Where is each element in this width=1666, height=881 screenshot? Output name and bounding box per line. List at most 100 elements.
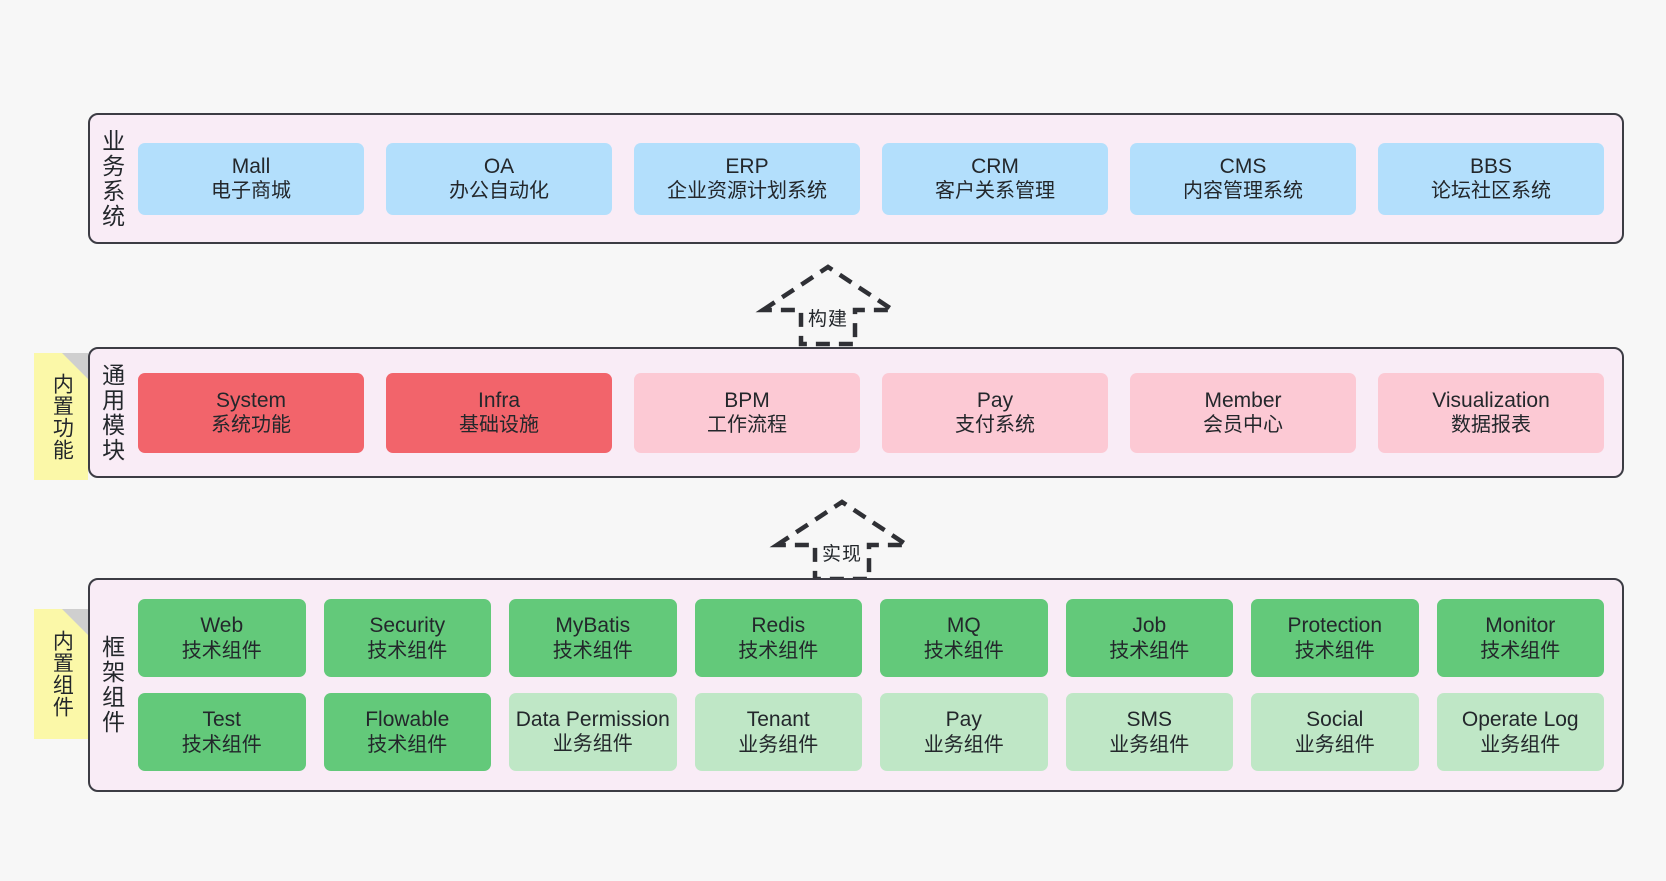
box-redis[interactable]: Redis 技术组件: [694, 599, 862, 677]
section-business-system: 业务系统 Mall 电子商城 OA 办公自动化 ERP 企业资源计划系统 CRM…: [88, 113, 1624, 244]
box-web[interactable]: Web 技术组件: [138, 599, 306, 677]
box-monitor-subtitle: 技术组件: [1480, 639, 1561, 662]
box-system-title: System: [215, 388, 286, 412]
box-data-permission-subtitle: 业务组件: [552, 732, 633, 755]
box-pay-component-subtitle: 业务组件: [923, 733, 1004, 756]
box-mall[interactable]: Mall 电子商城: [138, 142, 364, 215]
section-common-module: 通用模块 System 系统功能 Infra 基础设施 BPM 工作流程 Pay…: [88, 347, 1624, 478]
box-crm-title: CRM: [971, 154, 1019, 178]
box-social-subtitle: 业务组件: [1294, 733, 1375, 756]
section-body-business-system: Mall 电子商城 OA 办公自动化 ERP 企业资源计划系统 CRM 客户关系…: [132, 115, 1622, 242]
box-oa-subtitle: 办公自动化: [449, 180, 549, 203]
box-test[interactable]: Test 技术组件: [138, 693, 306, 771]
box-sms[interactable]: SMS 业务组件: [1065, 693, 1233, 771]
row-common-modules: System 系统功能 Infra 基础设施 BPM 工作流程 Pay 支付系统…: [138, 372, 1604, 453]
box-web-subtitle: 技术组件: [181, 639, 262, 662]
box-mybatis-subtitle: 技术组件: [552, 639, 633, 662]
section-label-framework-component: 框架组件: [98, 635, 125, 735]
box-tenant-subtitle: 业务组件: [738, 733, 819, 756]
box-bpm-subtitle: 工作流程: [707, 414, 787, 437]
box-mall-subtitle: 电子商城: [211, 180, 291, 203]
box-monitor-title: Monitor: [1485, 614, 1556, 637]
implement-arrow-label: 实现: [821, 544, 862, 565]
box-operate-log-title: Operate Log: [1461, 708, 1579, 731]
box-protection-title: Protection: [1287, 614, 1383, 637]
box-tenant-title: Tenant: [746, 708, 810, 731]
box-sms-subtitle: 业务组件: [1109, 733, 1190, 756]
box-web-title: Web: [200, 614, 244, 637]
box-data-permission[interactable]: Data Permission 业务组件: [509, 693, 677, 771]
box-erp[interactable]: ERP 企业资源计划系统: [634, 142, 860, 215]
box-sms-title: SMS: [1126, 708, 1172, 731]
box-infra-subtitle: 基础设施: [459, 414, 539, 437]
box-member[interactable]: Member 会员中心: [1130, 372, 1356, 453]
box-pay-module-title: Pay: [976, 388, 1014, 412]
section-body-common-module: System 系统功能 Infra 基础设施 BPM 工作流程 Pay 支付系统…: [132, 349, 1622, 476]
box-system[interactable]: System 系统功能: [138, 372, 364, 453]
section-label-common-module: 通用模块: [98, 362, 125, 463]
box-mybatis[interactable]: MyBatis 技术组件: [509, 599, 677, 677]
box-bpm[interactable]: BPM 工作流程: [634, 372, 860, 453]
box-bbs-title: BBS: [1469, 154, 1513, 178]
box-test-subtitle: 技术组件: [181, 733, 262, 756]
box-monitor[interactable]: Monitor 技术组件: [1436, 599, 1604, 677]
box-bbs-subtitle: 论坛社区系统: [1431, 180, 1551, 203]
box-oa-title: OA: [483, 154, 515, 178]
row-business-apps: Mall 电子商城 OA 办公自动化 ERP 企业资源计划系统 CRM 客户关系…: [138, 142, 1604, 215]
box-mq-subtitle: 技术组件: [923, 639, 1004, 662]
box-pay-module[interactable]: Pay 支付系统: [882, 372, 1108, 453]
box-member-title: Member: [1204, 388, 1282, 412]
box-visualization[interactable]: Visualization 数据报表: [1378, 372, 1604, 453]
box-security-title: Security: [369, 614, 446, 637]
sticky-note-builtin-function: 内置功能: [34, 353, 88, 480]
box-flowable[interactable]: Flowable 技术组件: [323, 693, 491, 771]
box-pay-module-subtitle: 支付系统: [955, 414, 1035, 437]
box-pay-component-title: Pay: [945, 708, 982, 731]
box-redis-title: Redis: [751, 614, 806, 637]
box-mybatis-title: MyBatis: [555, 614, 631, 637]
box-pay-component[interactable]: Pay 业务组件: [880, 693, 1048, 771]
box-cms-subtitle: 内容管理系统: [1183, 180, 1303, 203]
box-visualization-title: Visualization: [1432, 388, 1550, 412]
box-mq[interactable]: MQ 技术组件: [880, 599, 1048, 677]
box-redis-subtitle: 技术组件: [738, 639, 819, 662]
row-tech-components: Web 技术组件 Security 技术组件 MyBatis 技术组件 Redi…: [138, 599, 1604, 677]
box-bbs[interactable]: BBS 论坛社区系统: [1378, 142, 1604, 215]
box-tenant[interactable]: Tenant 业务组件: [694, 693, 862, 771]
box-social[interactable]: Social 业务组件: [1251, 693, 1419, 771]
row-business-components: Test 技术组件 Flowable 技术组件 Data Permission …: [138, 693, 1604, 771]
box-security[interactable]: Security 技术组件: [323, 599, 491, 677]
section-label-business-system: 业务系统: [98, 128, 125, 229]
box-cms-title: CMS: [1219, 154, 1267, 178]
box-crm[interactable]: CRM 客户关系管理: [882, 142, 1108, 215]
box-test-title: Test: [202, 708, 241, 731]
connector-build-arrow: 构建: [755, 262, 901, 348]
box-oa[interactable]: OA 办公自动化: [386, 142, 612, 215]
box-job-subtitle: 技术组件: [1109, 639, 1190, 662]
implement-arrow-shape: [769, 499, 915, 582]
box-job-title: Job: [1132, 614, 1167, 637]
box-mall-title: Mall: [231, 154, 271, 178]
sticky-note-builtin-component: 内置组件: [34, 609, 88, 739]
box-system-subtitle: 系统功能: [211, 414, 291, 437]
box-operate-log-subtitle: 业务组件: [1480, 733, 1561, 756]
build-arrow-label: 构建: [807, 309, 848, 330]
box-operate-log[interactable]: Operate Log 业务组件: [1436, 693, 1604, 771]
box-infra-title: Infra: [477, 388, 521, 412]
box-erp-subtitle: 企业资源计划系统: [667, 180, 827, 203]
box-flowable-title: Flowable: [365, 708, 450, 731]
box-cms[interactable]: CMS 内容管理系统: [1130, 142, 1356, 215]
box-infra[interactable]: Infra 基础设施: [386, 372, 612, 453]
section-body-framework-component: Web 技术组件 Security 技术组件 MyBatis 技术组件 Redi…: [132, 580, 1622, 790]
box-flowable-subtitle: 技术组件: [367, 733, 448, 756]
box-protection-subtitle: 技术组件: [1294, 639, 1375, 662]
box-security-subtitle: 技术组件: [367, 639, 448, 662]
section-framework-component: 框架组件 Web 技术组件 Security 技术组件 MyBatis 技术组件…: [88, 578, 1624, 792]
box-social-title: Social: [1306, 708, 1364, 731]
connector-implement-arrow: 实现: [769, 497, 915, 583]
box-crm-subtitle: 客户关系管理: [935, 180, 1055, 203]
box-data-permission-title: Data Permission: [515, 708, 670, 732]
box-protection[interactable]: Protection 技术组件: [1251, 599, 1419, 677]
box-job[interactable]: Job 技术组件: [1065, 599, 1233, 677]
